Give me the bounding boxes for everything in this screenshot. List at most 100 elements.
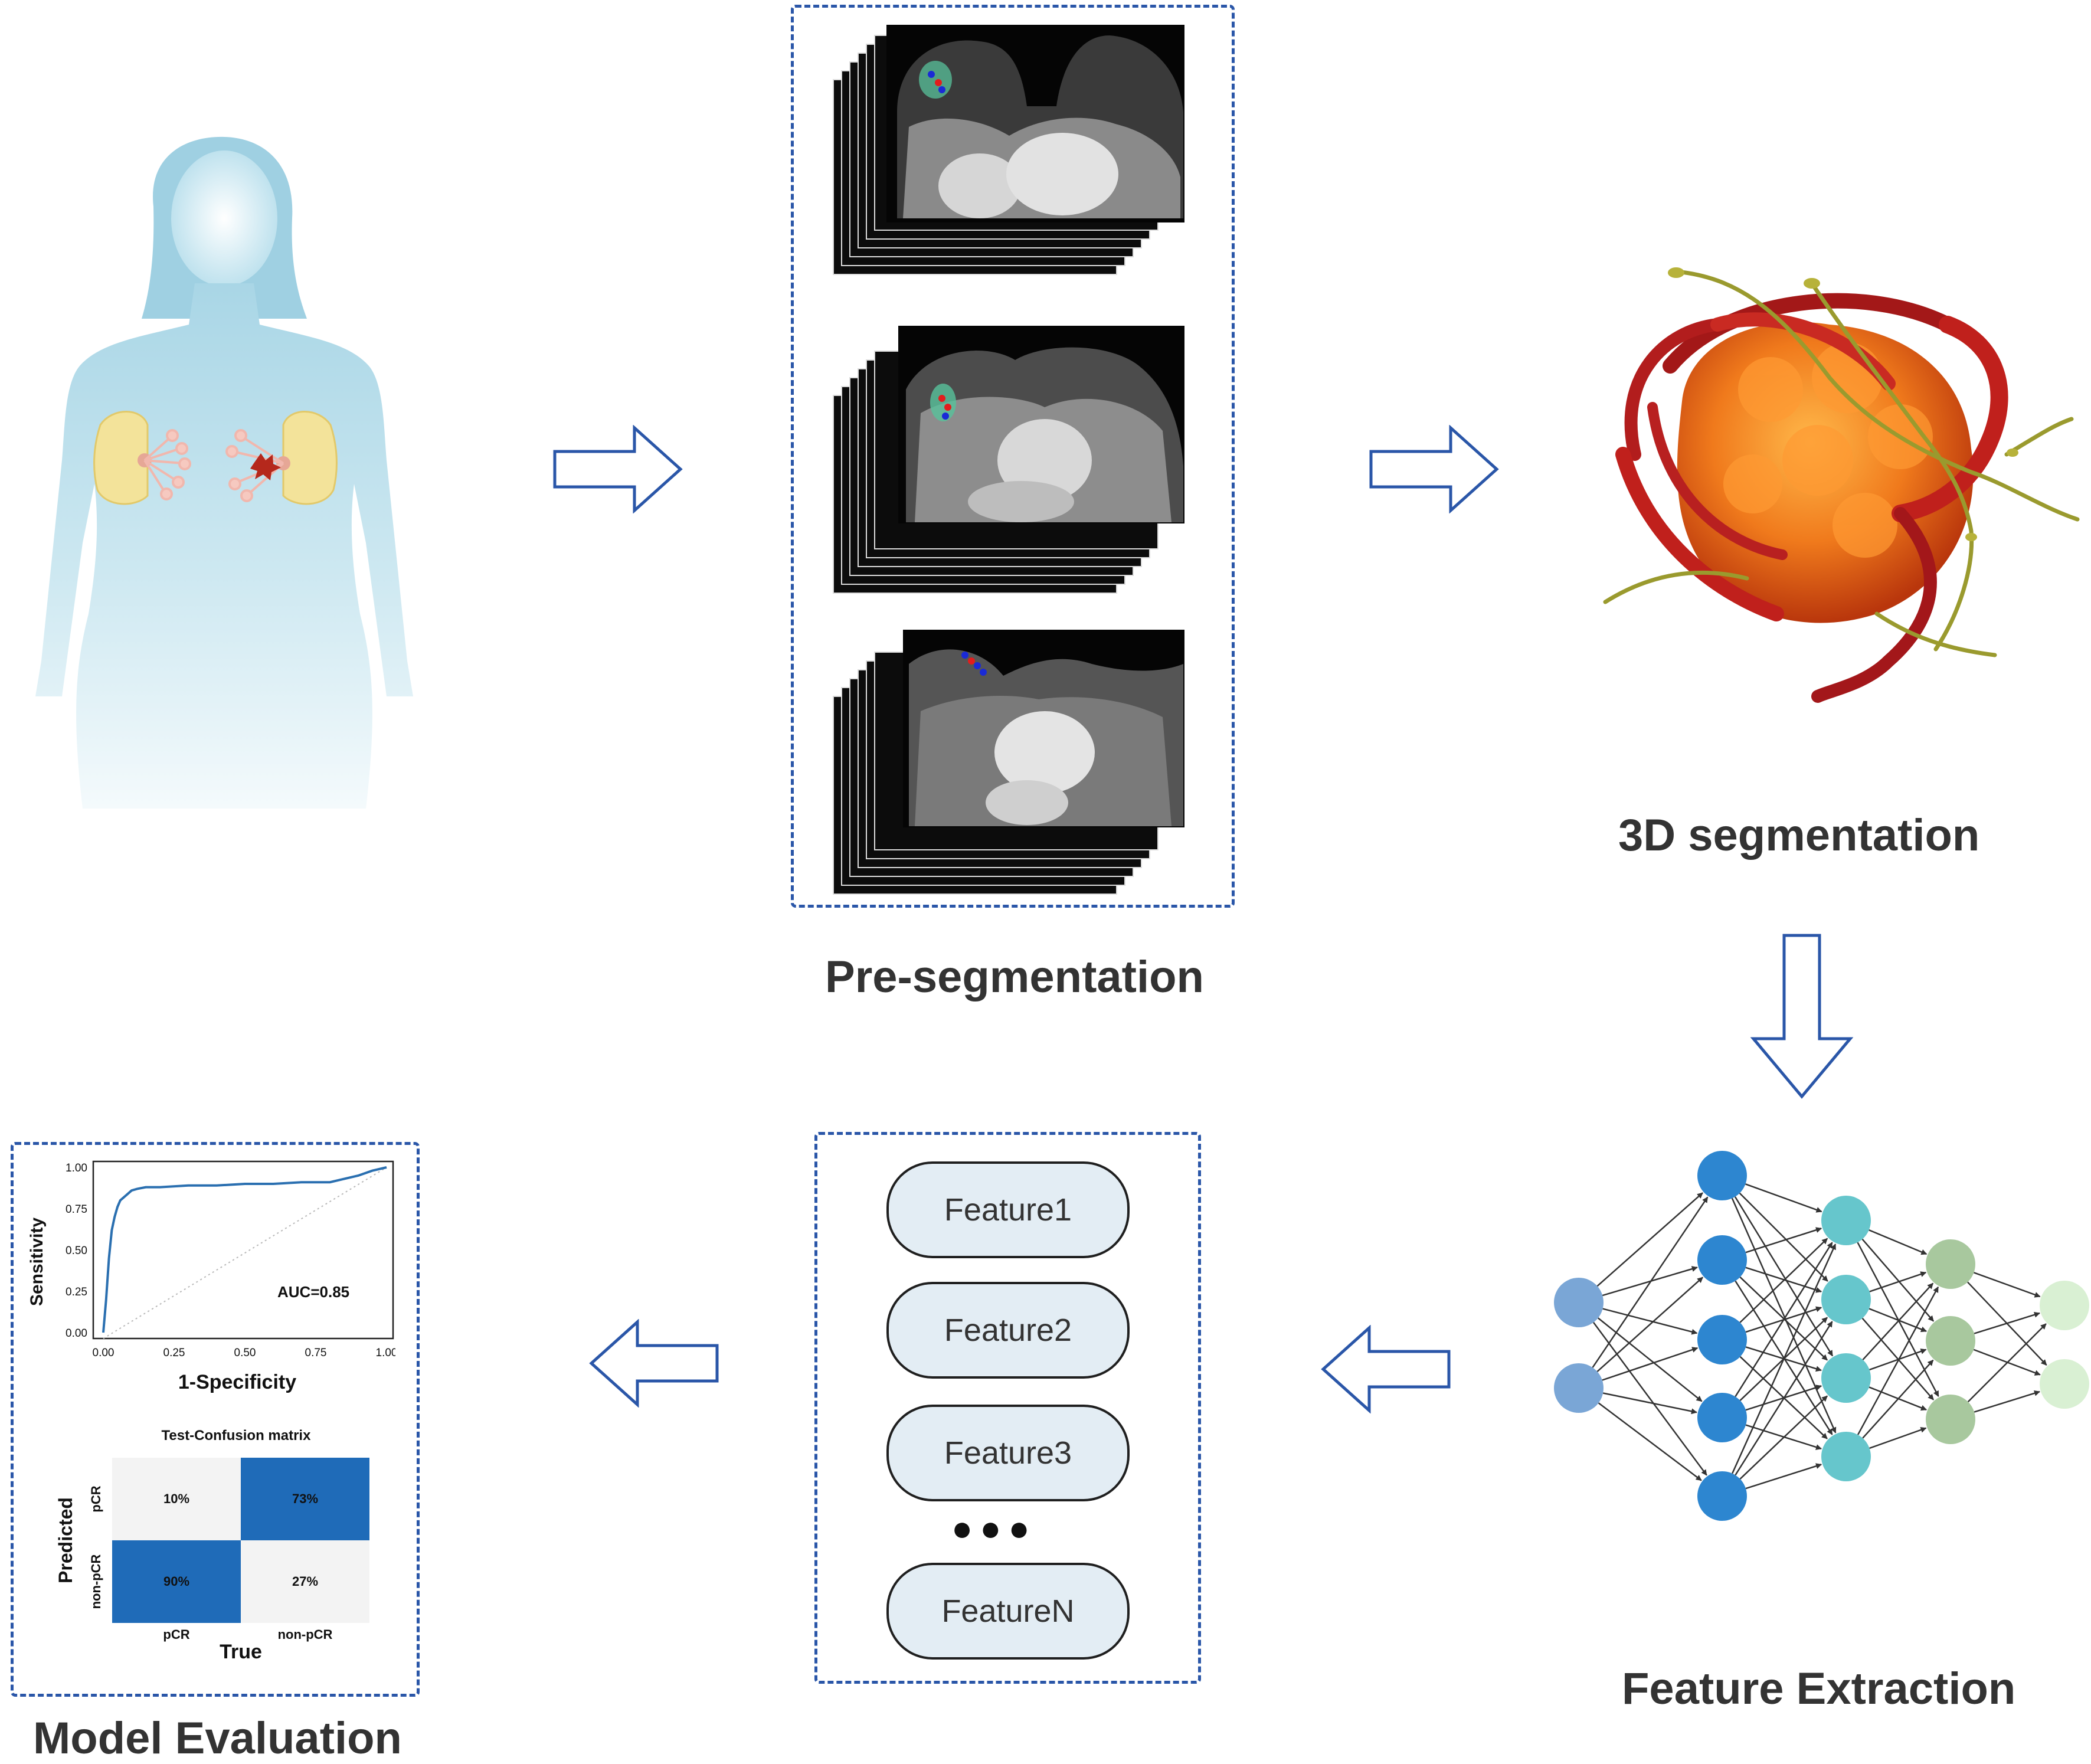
- roc-y-axis-label: Sensitivity: [27, 1218, 47, 1306]
- nn-edge: [1597, 1317, 1703, 1402]
- nn-node: [1697, 1235, 1747, 1285]
- nn-node: [2040, 1281, 2089, 1330]
- cm-col-label: pCR: [163, 1627, 189, 1642]
- nn-edge: [1734, 1196, 1834, 1357]
- nn-edge: [1967, 1323, 2047, 1403]
- nn-edge: [1731, 1197, 1837, 1434]
- cm-cell: [241, 1540, 369, 1623]
- nn-edge: [1739, 1192, 1828, 1282]
- nn-edge: [1869, 1308, 1928, 1333]
- nn-node: [2040, 1359, 2089, 1409]
- nn-edge: [1974, 1390, 2040, 1413]
- feature-item: Feature1: [886, 1161, 1130, 1258]
- nn-edge: [1596, 1277, 1704, 1372]
- cm-cell-label: 10%: [163, 1491, 189, 1506]
- arrow-left-icon: [589, 1319, 719, 1408]
- nn-edge: [1869, 1349, 1927, 1371]
- nn-edge: [1974, 1311, 2040, 1334]
- roc-x-tick-label: 1.00: [376, 1347, 395, 1359]
- pre-segmentation-panel: [791, 5, 1235, 908]
- cm-cell-label: 27%: [292, 1574, 318, 1589]
- feature-list-panel: [814, 1132, 1201, 1684]
- nn-node: [1554, 1363, 1604, 1413]
- nn-node: [1821, 1275, 1871, 1324]
- mri-stack-1: [832, 24, 1186, 277]
- roc-y-tick-label: 0.00: [66, 1327, 87, 1340]
- feature-extraction-label: Feature Extraction: [1622, 1664, 2016, 1714]
- roc-x-axis-label: 1-Specificity: [178, 1371, 296, 1393]
- roc-x-tick-label: 0.50: [234, 1347, 256, 1359]
- nn-edge: [1974, 1272, 2041, 1298]
- neural-network-diagram: [1534, 1151, 2091, 1552]
- nn-edge: [1745, 1183, 1822, 1213]
- feature-item: Feature3: [886, 1405, 1130, 1501]
- nn-edge: [1735, 1242, 1833, 1398]
- nn-edge: [1602, 1308, 1698, 1335]
- model-evaluation-label: Model Evaluation: [33, 1713, 402, 1763]
- feature-item: Feature2: [886, 1282, 1130, 1379]
- nn-edge: [1602, 1392, 1697, 1415]
- nn-edge: [1861, 1238, 1935, 1322]
- nn-edge: [1592, 1322, 1707, 1476]
- nn-edge: [1862, 1359, 1934, 1439]
- nn-node: [1821, 1196, 1871, 1245]
- nn-node: [1697, 1315, 1747, 1364]
- cm-row-label: pCR: [89, 1485, 103, 1512]
- pre-segmentation-label: Pre-segmentation: [825, 952, 1204, 1002]
- roc-x-tick-label: 0.75: [305, 1347, 327, 1359]
- cm-cell-label: 73%: [292, 1491, 318, 1506]
- nn-edge: [1869, 1427, 1927, 1449]
- feature-ellipsis: ●●●: [951, 1508, 1037, 1548]
- cm-y-axis-label: Predicted: [55, 1497, 76, 1583]
- nn-edge: [1598, 1402, 1702, 1481]
- arrow-right-icon: [1369, 425, 1499, 513]
- cm-cell: [241, 1458, 369, 1540]
- cm-x-axis-label: True: [220, 1641, 262, 1663]
- roc-y-tick-label: 0.50: [66, 1245, 87, 1257]
- nn-edge: [1739, 1238, 1828, 1323]
- nn-node: [1697, 1393, 1747, 1442]
- tumor-3d-render: [1582, 260, 2089, 720]
- nn-edge: [1862, 1282, 1934, 1360]
- nn-edge: [1732, 1243, 1837, 1474]
- roc-y-tick-label: 1.00: [66, 1162, 87, 1174]
- mri-stack-3: [832, 629, 1186, 897]
- nn-edge: [1596, 1192, 1703, 1287]
- roc-chart: 0.00 0.25 0.50 0.75 1.00 0.00 0.25 0.50 0.75 1.0…: [18, 1157, 397, 1405]
- mri-stack-2: [832, 325, 1186, 596]
- roc-y-tick-label: 0.75: [66, 1203, 87, 1216]
- right-breast-tumor-icon: [225, 411, 338, 505]
- cm-row-label: non-pCR: [89, 1554, 103, 1609]
- nn-node: [1821, 1353, 1871, 1403]
- roc-curve: [102, 1166, 387, 1333]
- nn-node: [1697, 1471, 1747, 1521]
- confusion-matrix-title: Test-Confusion matrix: [162, 1428, 312, 1444]
- nn-edge: [1869, 1271, 1927, 1292]
- nn-node: [1821, 1432, 1871, 1481]
- auc-label: AUC=0.85: [277, 1283, 349, 1301]
- nn-node: [1926, 1239, 1975, 1289]
- nn-edge: [1739, 1395, 1828, 1480]
- roc-y-tick-label: 0.25: [66, 1286, 87, 1298]
- nn-edge: [1592, 1196, 1709, 1368]
- nn-edge: [1735, 1321, 1833, 1476]
- left-breast-icon: [93, 411, 191, 505]
- arrow-down-icon: [1750, 934, 1854, 1099]
- arrow-left-icon: [1321, 1325, 1451, 1413]
- confusion-matrix: Test-Confusion matrix 10% 73% 90% 27% pC…: [47, 1425, 401, 1664]
- nn-node: [1926, 1316, 1975, 1366]
- roc-x-tick-label: 0.25: [163, 1347, 185, 1359]
- arrow-right-icon: [553, 425, 683, 513]
- nn-edge: [1869, 1229, 1928, 1255]
- nn-edge: [1745, 1463, 1822, 1490]
- nn-node: [1554, 1278, 1604, 1327]
- nn-edge: [1745, 1227, 1822, 1254]
- roc-x-tick-label: 0.00: [93, 1347, 114, 1359]
- patient-silhouette: [0, 130, 437, 809]
- nn-node: [1926, 1395, 1975, 1444]
- cm-cell: [112, 1540, 241, 1623]
- cm-cell: [112, 1458, 241, 1540]
- cm-col-label: non-pCR: [278, 1627, 333, 1642]
- feature-item: FeatureN: [886, 1563, 1130, 1660]
- cm-cell-label: 90%: [163, 1574, 189, 1589]
